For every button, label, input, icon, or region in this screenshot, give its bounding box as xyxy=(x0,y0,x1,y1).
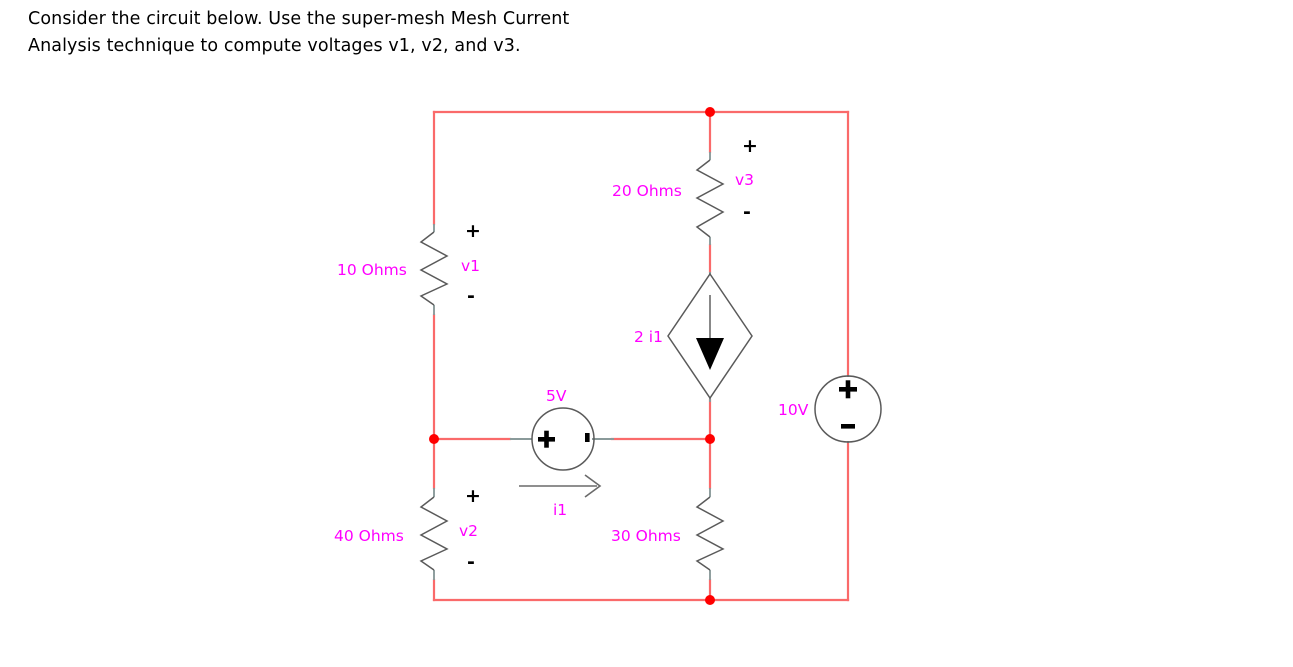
label-v3-plus: + xyxy=(742,135,758,157)
node-dot-mid-left xyxy=(429,434,439,444)
voltage-source-10v-minus xyxy=(841,424,855,429)
label-r20-value: 20 Ohms xyxy=(612,182,682,200)
label-v2-minus: - xyxy=(467,551,475,573)
label-v3: v3 xyxy=(735,171,754,189)
circuit-diagram: 10 Ohms + v1 - 40 Ohms + v2 - 20 Ohms + … xyxy=(0,90,1293,650)
question-text: Consider the circuit below. Use the supe… xyxy=(28,6,788,59)
label-v1-minus: - xyxy=(467,285,475,307)
dep-source-arrow-head xyxy=(696,338,724,370)
question-line-1: Consider the circuit below. Use the supe… xyxy=(28,9,570,29)
node-dot-mid-right xyxy=(705,434,715,444)
question-line-2: Analysis technique to compute voltages v… xyxy=(28,35,521,56)
label-r10-value: 10 Ohms xyxy=(337,261,407,279)
voltage-source-5v-plus xyxy=(538,430,555,448)
label-10v-value: 10V xyxy=(778,401,809,419)
resistor-40ohm-body xyxy=(419,496,449,571)
node-dot-bottom-mid xyxy=(705,595,715,605)
current-i1-arrow-head xyxy=(584,474,602,498)
resistor-30ohm-body xyxy=(695,496,725,571)
label-current-i1: i1 xyxy=(553,501,567,519)
resistor-10ohm-body xyxy=(419,231,449,306)
label-v3-minus: - xyxy=(743,201,751,223)
voltage-source-10v-circle xyxy=(814,375,882,443)
label-v2-plus: + xyxy=(465,485,481,507)
label-v1: v1 xyxy=(461,257,480,275)
voltage-source-5v-circle xyxy=(531,407,595,471)
label-v1-plus: + xyxy=(465,220,481,242)
label-r30-value: 30 Ohms xyxy=(611,527,681,545)
voltage-source-10v-plus xyxy=(839,380,857,399)
voltage-source-5v-minus xyxy=(585,433,590,442)
label-v2: v2 xyxy=(459,522,478,540)
resistor-20ohm-body xyxy=(695,159,725,238)
node-dot-top-mid xyxy=(705,107,715,117)
dependent-current-source-diamond xyxy=(667,272,753,400)
label-dependent-source-value: 2 i1 xyxy=(634,328,663,346)
label-5v-value: 5V xyxy=(546,387,567,405)
label-r40-value: 40 Ohms xyxy=(334,527,404,545)
